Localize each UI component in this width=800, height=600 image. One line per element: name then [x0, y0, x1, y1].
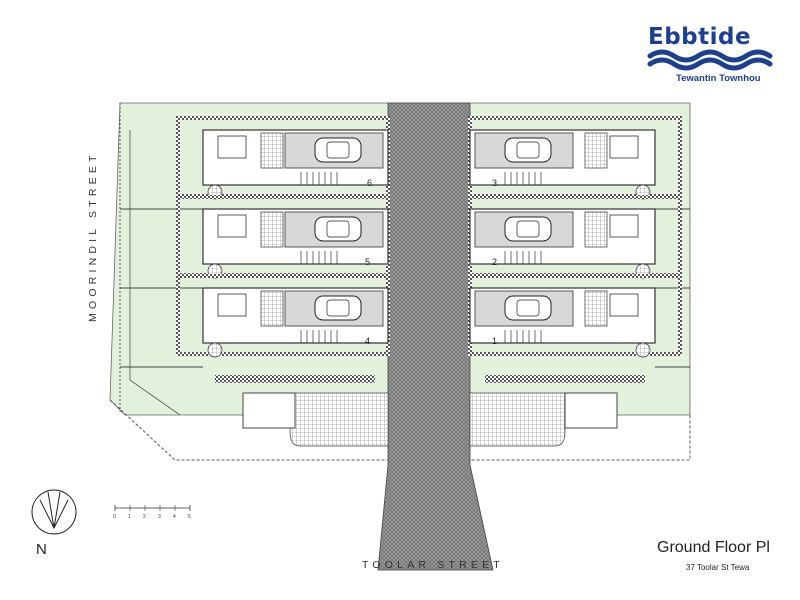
- brand-wave-logo: [647, 49, 773, 71]
- unit-number-6: 6: [367, 178, 373, 188]
- unit-car: [314, 137, 362, 163]
- scale-tick: 2: [143, 514, 146, 520]
- scale-tick: 3: [158, 514, 161, 520]
- unit-number-2: 2: [492, 257, 498, 267]
- unit-car: [314, 216, 362, 242]
- bin-store-east: [564, 392, 618, 429]
- unit-number-5: 5: [365, 257, 371, 267]
- unit-number-3: 3: [492, 178, 498, 188]
- unit-car: [314, 295, 362, 321]
- unit-bed: [217, 214, 247, 238]
- scale-tick: 1: [128, 514, 131, 520]
- scale-bar-symbol: [114, 505, 191, 511]
- north-label: N: [36, 541, 47, 558]
- scale-tick: 5: [188, 514, 191, 520]
- bin-store-west: [242, 392, 296, 429]
- unit-car: [504, 137, 552, 163]
- street-label-bottom: TOOLAR STREET: [362, 559, 504, 571]
- front-hedge-east: [485, 375, 645, 383]
- unit-bed: [217, 135, 247, 159]
- unit-bathroom: [584, 211, 608, 248]
- unit-number-4: 4: [365, 336, 371, 346]
- street-label-left: MOORINDIL STREET: [87, 151, 99, 322]
- unit-bathroom: [260, 132, 284, 169]
- unit-bed: [609, 293, 639, 317]
- unit-car-roof: [516, 220, 540, 238]
- brand-name: Ebbtide: [648, 24, 752, 50]
- unit-car-roof: [326, 299, 350, 317]
- central-driveway: [377, 102, 494, 571]
- unit-car: [504, 216, 552, 242]
- unit-bed: [609, 214, 639, 238]
- unit-bed: [217, 293, 247, 317]
- unit-outdoor-table: [207, 342, 223, 358]
- unit-car: [504, 295, 552, 321]
- unit-car-roof: [326, 220, 350, 238]
- plan-title: Ground Floor Pl: [657, 539, 770, 556]
- unit-bed: [609, 135, 639, 159]
- brand-tagline: Tewantin Townhou: [676, 73, 761, 84]
- north-arrow-symbol: [31, 489, 77, 535]
- front-hedge-west: [215, 375, 375, 383]
- unit-outdoor-table: [635, 342, 651, 358]
- unit-bathroom: [260, 211, 284, 248]
- unit-number-1: 1: [492, 336, 498, 346]
- unit-bathroom: [584, 290, 608, 327]
- scale-tick: 4: [173, 514, 176, 520]
- unit-car-roof: [516, 299, 540, 317]
- unit-car-roof: [326, 141, 350, 159]
- front-pavement-path: [289, 392, 389, 447]
- unit-car-roof: [516, 141, 540, 159]
- unit-bathroom: [584, 132, 608, 169]
- site-inner-line: [129, 130, 181, 416]
- unit-bathroom: [260, 290, 284, 327]
- plan-address: 37 Toolar St Tewa: [686, 563, 750, 572]
- front-pavement-path-east: [469, 392, 566, 447]
- scale-tick: 0: [113, 514, 116, 520]
